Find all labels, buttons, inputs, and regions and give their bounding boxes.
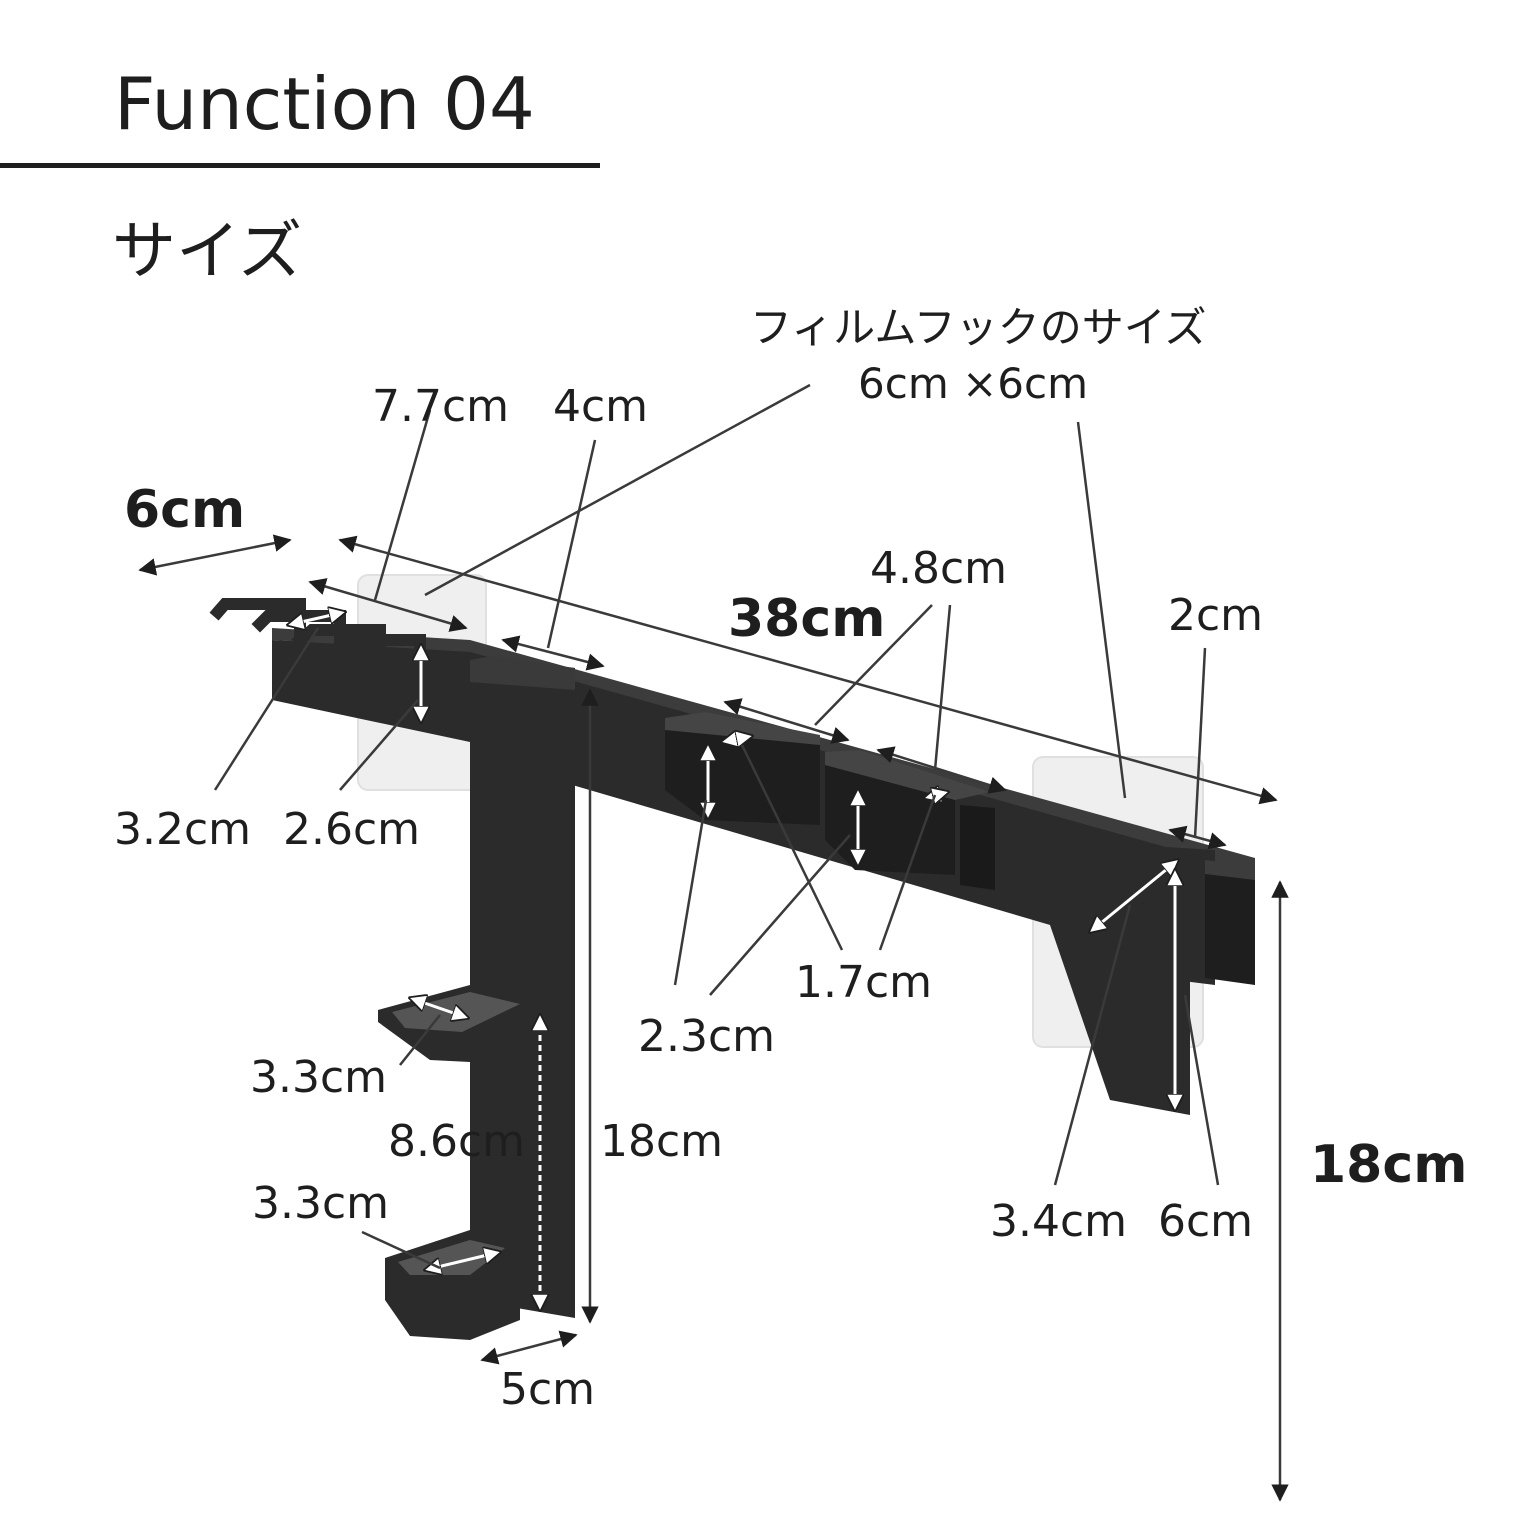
dim-bracket-depth bbox=[1090, 860, 1178, 932]
dimension-labels: フィルムフックのサイズ 6cm ×6cm 6cm 7.7cm 4cm 38cm … bbox=[114, 303, 1467, 1415]
label-tray-spacing: 8.6cm bbox=[388, 1116, 525, 1167]
label-stem-height: 18cm bbox=[600, 1116, 723, 1167]
section-subtitle: サイズ bbox=[112, 215, 303, 289]
label-hook-height: 2.6cm bbox=[283, 804, 420, 855]
label-clip-depth: 1.7cm bbox=[795, 957, 932, 1008]
label-tray-top-depth: 3.3cm bbox=[250, 1052, 387, 1103]
film-hook-note-line2: 6cm ×6cm bbox=[858, 359, 1088, 408]
label-hook-row-width: 7.7cm bbox=[372, 381, 509, 432]
dim-total-width bbox=[338, 535, 1278, 805]
label-tray-bottom-depth: 3.3cm bbox=[252, 1178, 389, 1229]
label-clip-width: 4.8cm bbox=[870, 543, 1007, 594]
label-total-height: 18cm bbox=[1310, 1135, 1467, 1195]
label-hook-spacing: 3.2cm bbox=[114, 804, 251, 855]
label-stem-width: 5cm bbox=[500, 1364, 595, 1415]
dim-hook-depth bbox=[138, 534, 292, 576]
label-clip-height: 2.3cm bbox=[638, 1011, 775, 1062]
label-bracket-depth: 3.4cm bbox=[990, 1196, 1127, 1247]
label-total-width: 38cm bbox=[728, 589, 885, 649]
label-hook-depth: 6cm bbox=[124, 480, 245, 540]
dim-stem-width bbox=[480, 1330, 578, 1365]
dim-clip bbox=[723, 698, 850, 744]
dim-hook-spacing bbox=[288, 612, 345, 625]
dim-right-slot bbox=[1168, 825, 1227, 850]
page-title: Function 04 bbox=[114, 62, 535, 146]
label-bracket-height: 6cm bbox=[1158, 1196, 1253, 1247]
label-right-slot-width: 2cm bbox=[1168, 590, 1263, 641]
label-gap-width: 4cm bbox=[553, 381, 648, 432]
film-hook-note-line1: フィルムフックのサイズ bbox=[750, 303, 1207, 352]
title-divider bbox=[0, 163, 600, 168]
dimension-lines bbox=[138, 383, 1289, 1502]
